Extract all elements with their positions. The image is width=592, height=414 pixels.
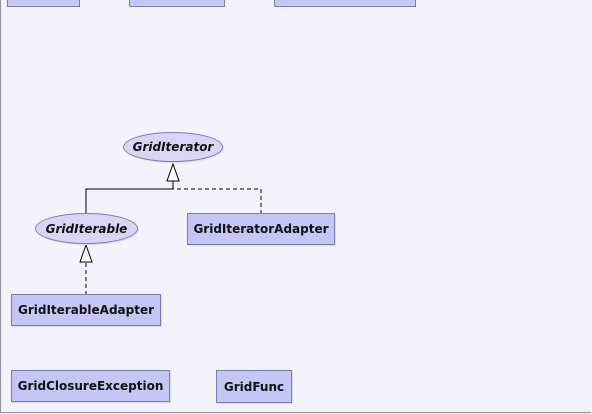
interface-grid-iterable[interactable]: GridIterable	[35, 213, 138, 244]
cropped-class-box-3[interactable]	[274, 0, 416, 7]
cropped-class-box-1[interactable]	[7, 0, 80, 7]
interface-grid-iterator[interactable]: GridIterator	[123, 132, 223, 162]
inheritance-arrowhead-iterable	[79, 243, 93, 263]
edge-iterable-to-iterator	[85, 181, 174, 214]
class-grid-iterable-adapter[interactable]: GridIterableAdapter	[11, 294, 161, 326]
class-grid-iterator-adapter[interactable]: GridIteratorAdapter	[187, 213, 335, 245]
class-grid-func[interactable]: GridFunc	[216, 370, 292, 403]
class-grid-closure-exception[interactable]: GridClosureException	[11, 370, 170, 402]
cropped-class-box-2[interactable]	[129, 0, 225, 7]
inheritance-arrowhead-iterator	[166, 162, 180, 182]
edge-iteratoradapter-to-iterator	[173, 188, 262, 214]
